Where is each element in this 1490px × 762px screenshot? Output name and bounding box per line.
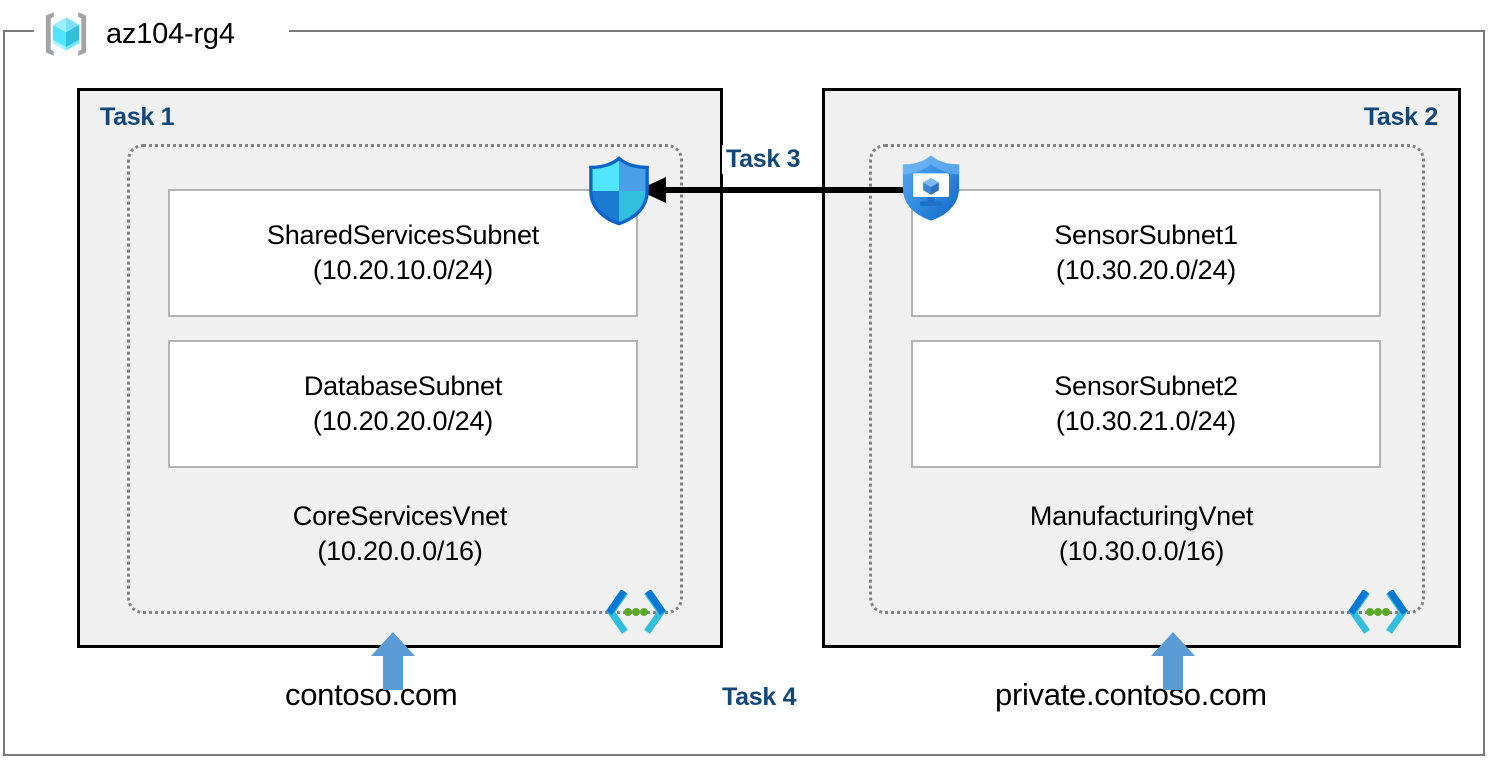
task-label-1: Task 1 [100,103,175,131]
subnet-name: SensorSubnet2 [1054,370,1238,401]
task-panel-1: Task 1 SharedServicesSubnet (10.20.10.0/… [77,88,723,648]
vnet-box-coreservices [127,144,683,614]
subnet-box-database: DatabaseSubnet (10.20.20.0/24) [168,340,638,468]
subnet-box-sharedservices: SharedServicesSubnet (10.20.10.0/24) [168,189,638,317]
task-panel-2: Task 2 SensorSubnet1 (10.30.20.0/24) Sen… [822,88,1461,648]
shield-icon [589,156,649,226]
vnet-peering-arrow [638,177,930,203]
vnet-box-manufacturing [869,144,1425,614]
resource-group-frame [3,30,1485,756]
resource-group-name: az104-rg4 [106,17,235,50]
resource-group-title: az104-rg4 [38,6,235,62]
task-label-3: Task 3 [722,145,805,174]
dns-zone-private-contoso: private.contoso.com [995,677,1267,712]
subnet-name: DatabaseSubnet [303,370,503,401]
subnet-cidr: (10.20.20.0/24) [312,406,494,436]
resource-group-cube-icon [45,12,87,56]
task-label-4: Task 4 [722,683,797,711]
shield-vm-icon [902,155,960,221]
subnet-name: SensorSubnet1 [1054,219,1238,250]
subnet-name: SharedServicesSubnet [266,219,540,250]
code-brackets-icon [1348,590,1408,634]
task-label-2: Task 2 [1363,103,1438,131]
code-brackets-icon [606,590,666,634]
subnet-cidr: (10.30.21.0/24) [1055,406,1237,436]
dns-zone-contoso: contoso.com [285,677,458,712]
dns-link-arrow-private [1151,632,1195,690]
subnet-cidr: (10.30.20.0/24) [1055,255,1237,285]
subnet-cidr: (10.20.10.0/24) [312,255,494,285]
subnet-box-sensor2: SensorSubnet2 (10.30.21.0/24) [911,340,1381,468]
dns-link-arrow-contoso [371,632,415,690]
subnet-box-sensor1: SensorSubnet1 (10.30.20.0/24) [911,189,1381,317]
